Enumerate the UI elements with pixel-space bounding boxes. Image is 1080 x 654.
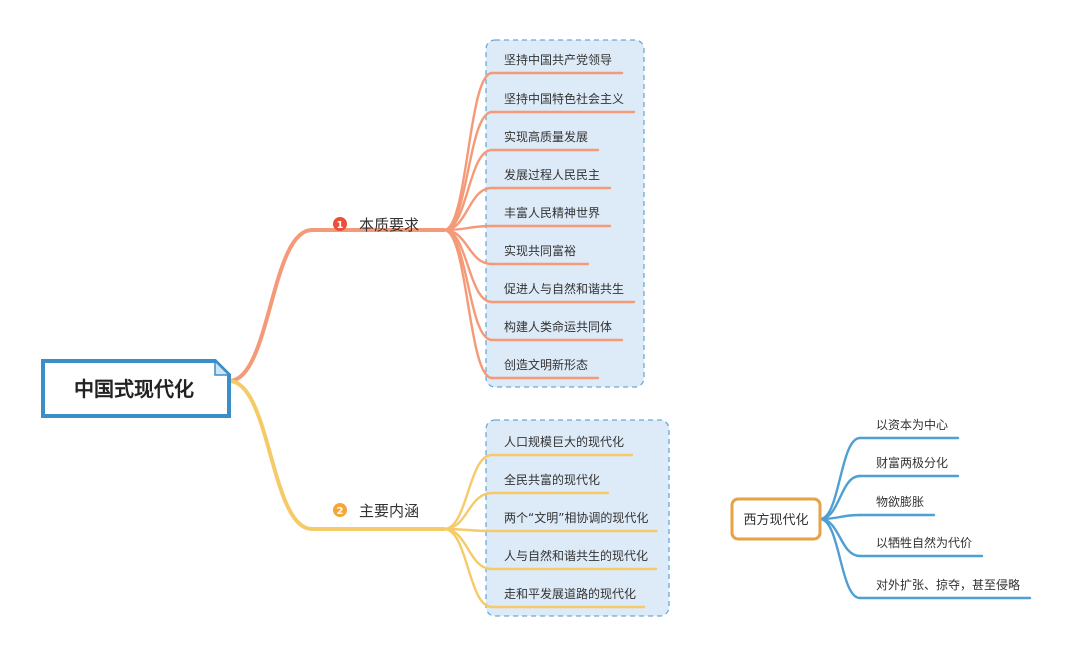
zhuyao-item-label: 全民共富的现代化: [504, 472, 600, 487]
benzhi-item-label: 创造文明新形态: [504, 357, 588, 372]
benzhi-item[interactable]: 坚持中国特色社会主义: [504, 91, 624, 106]
benzhi-item-label: 坚持中国特色社会主义: [504, 91, 624, 106]
xifang-item-label: 以资本为中心: [876, 417, 948, 432]
root-node-box: [41, 359, 231, 418]
zhuyao-item[interactable]: 人与自然和谐共生的现代化: [504, 548, 648, 563]
xifang-item[interactable]: 以牺牲自然为代价: [876, 535, 972, 550]
xifang-item-label: 财富两极分化: [876, 455, 948, 470]
link-root-zhuyao: [227, 379, 314, 531]
link-benzhi-2: [442, 148, 494, 232]
badge-1-icon: [333, 217, 347, 231]
benzhi-item[interactable]: 丰富人民精神世界: [504, 205, 600, 220]
link-root-benzhi: [227, 228, 314, 383]
zhuyao-item[interactable]: 全民共富的现代化: [504, 472, 600, 487]
benzhi-item[interactable]: 实现共同富裕: [504, 243, 576, 258]
benzhi-item[interactable]: 促进人与自然和谐共生: [504, 281, 624, 296]
zhuyao-item-label: 人口规模巨大的现代化: [504, 434, 624, 449]
benzhi-item[interactable]: 坚持中国共产党领导: [504, 52, 612, 67]
xifang-item-label: 物欲膨胀: [876, 495, 924, 509]
benzhi-item-label: 发展过程人民民主: [504, 167, 600, 182]
benzhi-item-label: 促进人与自然和谐共生: [504, 281, 624, 296]
link-xifang-0: [818, 436, 862, 521]
badge-2-number: 2: [337, 506, 344, 517]
link-zhuyao-4: [442, 527, 494, 609]
branch-node-benzhi[interactable]: 1 本质要求: [333, 216, 419, 234]
zhuyao-item[interactable]: 两个“文明”相协调的现代化: [504, 510, 648, 525]
link-xifang-4: [818, 517, 862, 600]
zhuyao-group-box: [485, 419, 670, 617]
badge-2-icon: [333, 503, 347, 517]
side-node-xifang[interactable]: 西方现代化: [730, 497, 822, 541]
xifang-item[interactable]: 以资本为中心: [876, 417, 948, 432]
branch-node-zhuyao[interactable]: 2 主要内涵: [333, 502, 419, 520]
link-zhuyao-1: [442, 491, 494, 531]
benzhi-item[interactable]: 实现高质量发展: [504, 129, 588, 144]
branch-label-zhuyao: 主要内涵: [359, 502, 419, 520]
zhuyao-item-label: 人与自然和谐共生的现代化: [504, 548, 648, 563]
xifang-item[interactable]: 财富两极分化: [876, 455, 948, 470]
xifang-item-label: 以牺牲自然为代价: [876, 535, 972, 550]
root-title: 中国式现代化: [74, 377, 194, 401]
side-node-box: [730, 497, 822, 541]
benzhi-item-label: 实现高质量发展: [504, 129, 588, 144]
zhuyao-item[interactable]: 走和平发展道路的现代化: [504, 586, 636, 601]
benzhi-item-label: 构建人类命运共同体: [504, 319, 612, 334]
side-node-label: 西方现代化: [743, 512, 808, 528]
benzhi-item-label: 丰富人民精神世界: [504, 205, 600, 220]
zhuyao-item[interactable]: 人口规模巨大的现代化: [504, 434, 624, 449]
benzhi-item-label: 坚持中国共产党领导: [504, 52, 612, 67]
benzhi-item[interactable]: 创造文明新形态: [504, 357, 588, 372]
zhuyao-item-label: 两个“文明”相协调的现代化: [504, 510, 648, 525]
link-zhuyao-3: [442, 527, 494, 571]
benzhi-item[interactable]: 构建人类命运共同体: [504, 319, 612, 334]
link-benzhi-1: [442, 110, 494, 232]
branch-label-benzhi: 本质要求: [359, 216, 419, 234]
link-zhuyao-0: [442, 453, 494, 531]
zhuyao-item-label: 走和平发展道路的现代化: [504, 586, 636, 601]
root-node[interactable]: 中国式现代化: [41, 359, 231, 418]
link-benzhi-8: [442, 228, 494, 380]
xifang-item[interactable]: 物欲膨胀: [876, 495, 924, 509]
badge-1-number: 1: [337, 220, 344, 231]
folded-corner-note-icon: [214, 359, 231, 376]
link-xifang-3: [818, 517, 862, 558]
benzhi-group-box: [485, 39, 645, 388]
benzhi-item-label: 实现共同富裕: [504, 243, 576, 258]
link-benzhi-6: [442, 228, 494, 304]
xifang-item[interactable]: 对外扩张、掠夺，甚至侵略: [876, 577, 1020, 592]
xifang-item-label: 对外扩张、掠夺，甚至侵略: [876, 577, 1020, 592]
benzhi-item[interactable]: 发展过程人民民主: [504, 167, 600, 182]
